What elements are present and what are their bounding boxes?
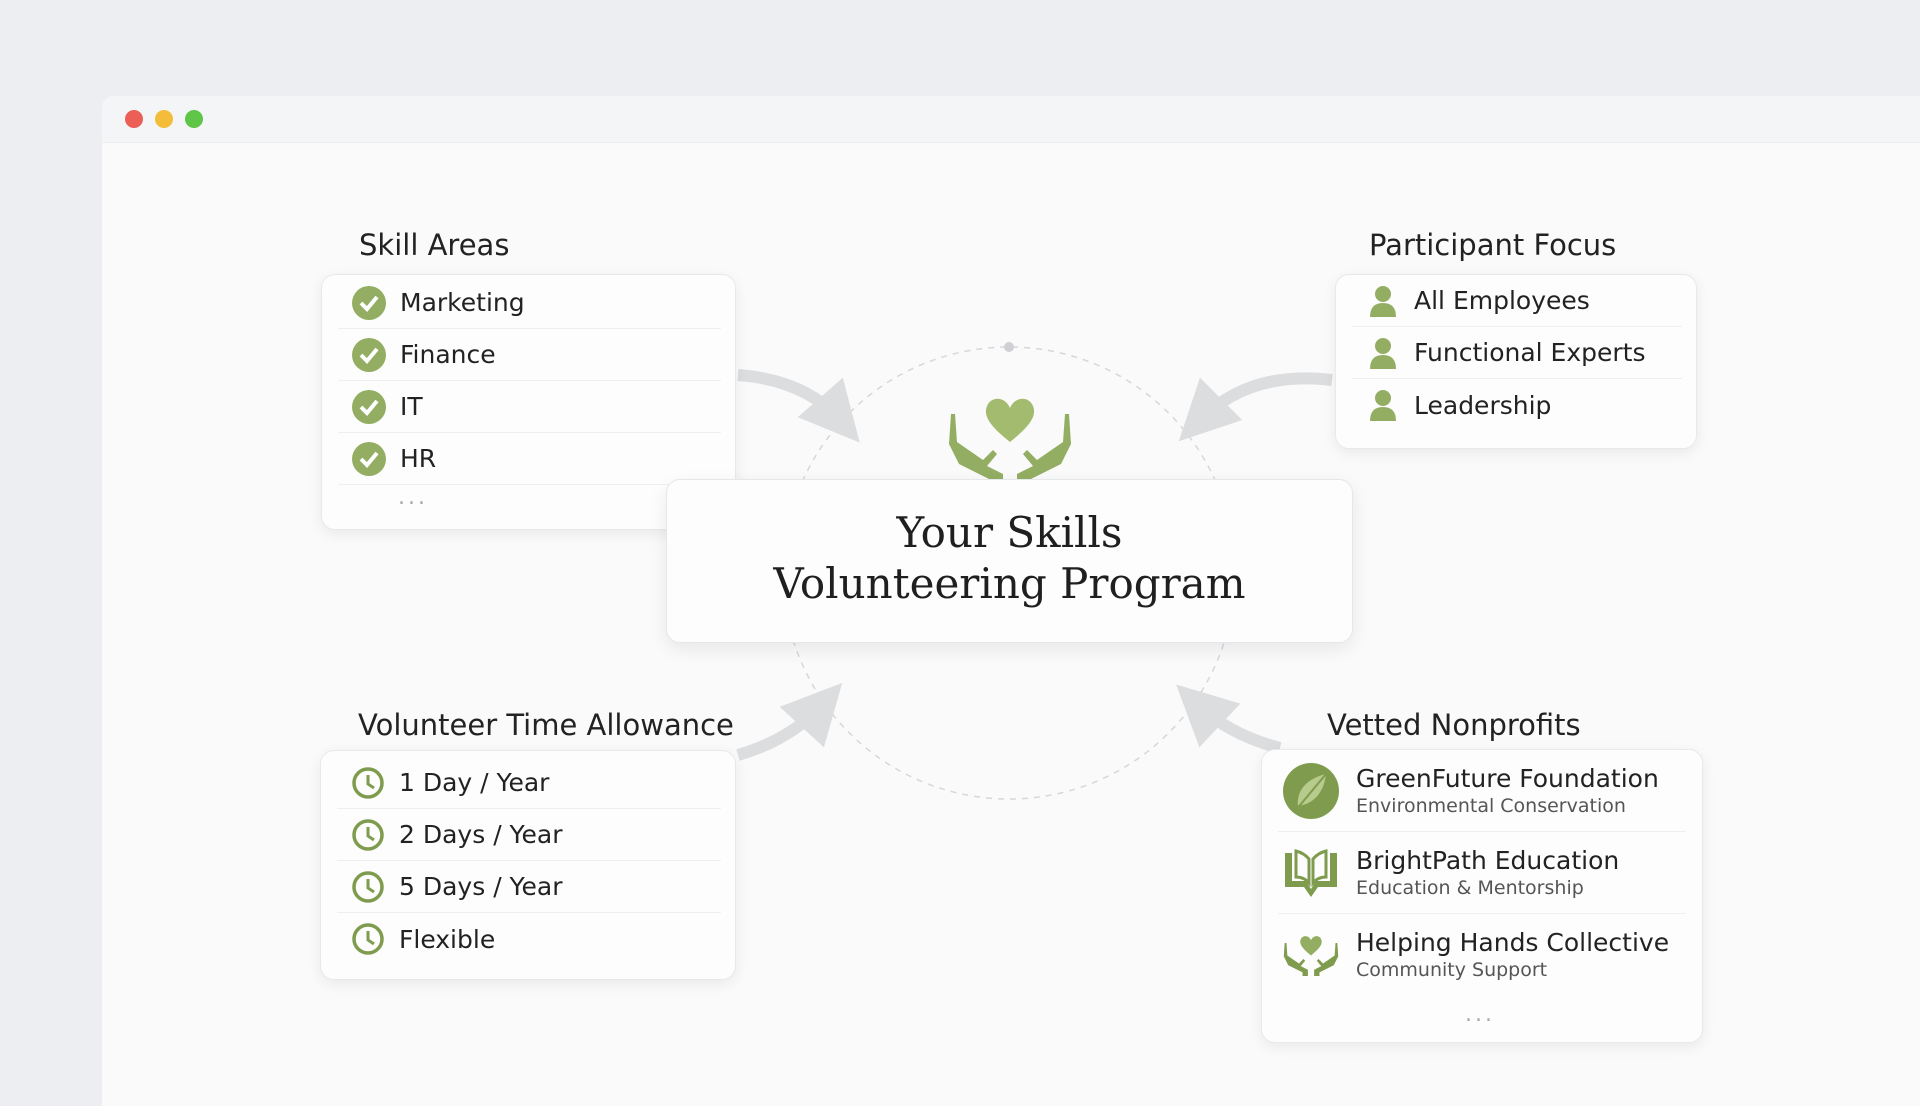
person-icon [1366, 336, 1400, 370]
skill-label: HR [400, 444, 437, 473]
skill-label: IT [400, 392, 423, 421]
person-icon [1366, 284, 1400, 318]
time-item: 5 Days / Year [337, 861, 721, 913]
clock-icon [351, 766, 385, 800]
title-bar [102, 96, 1920, 143]
more-indicator[interactable]: ... [1465, 1002, 1495, 1027]
clock-icon [351, 922, 385, 956]
arrow-time [736, 682, 843, 761]
participant-label: All Employees [1414, 286, 1590, 315]
nonprofits-title: Vetted Nonprofits [1327, 708, 1581, 742]
participant-item: All Employees [1352, 275, 1682, 327]
participant-focus-card: All Employees Functional Experts Leaders… [1335, 274, 1697, 449]
book-icon [1282, 844, 1340, 902]
nonprofit-name: BrightPath Education [1356, 845, 1620, 875]
nonprofit-category: Community Support [1356, 959, 1548, 981]
close-button[interactable] [125, 110, 143, 128]
participant-item: Functional Experts [1352, 327, 1682, 379]
minimize-button[interactable] [155, 110, 173, 128]
check-circle-icon [352, 285, 386, 320]
skill-label: Marketing [400, 288, 525, 317]
time-item: 2 Days / Year [337, 809, 721, 861]
leaf-icon [1282, 762, 1340, 820]
heart-hands-icon [1282, 926, 1340, 984]
program-title-line1: Your Skills [896, 508, 1123, 557]
skill-item: Marketing [338, 277, 721, 329]
nonprofit-name: GreenFuture Foundation [1356, 763, 1659, 793]
nonprofit-category: Environmental Conservation [1356, 794, 1626, 817]
arrow-skills [737, 369, 860, 443]
check-circle-icon [352, 389, 386, 424]
clock-icon [351, 870, 385, 904]
participant-focus-title: Participant Focus [1369, 228, 1617, 262]
heart-hands-icon [949, 398, 1071, 488]
participant-item: Leadership [1352, 379, 1682, 431]
time-allowance-title: Volunteer Time Allowance [358, 708, 734, 742]
clock-icon [351, 818, 385, 852]
person-icon [1366, 388, 1400, 422]
participant-label: Functional Experts [1414, 338, 1646, 367]
check-circle-icon [352, 337, 386, 372]
check-circle-icon [352, 441, 386, 476]
time-allowance-card: 1 Day / Year 2 Days / Year 5 Days / Year… [320, 750, 736, 980]
skill-areas-title: Skill Areas [359, 228, 510, 262]
time-item: Flexible [337, 913, 721, 965]
time-label: Flexible [399, 924, 496, 954]
nonprofit-category: Education & Mentorship [1356, 876, 1584, 899]
program-title-box: Your Skills Volunteering Program [666, 479, 1353, 643]
time-label: 1 Day / Year [399, 768, 550, 797]
skill-item: IT [338, 381, 721, 433]
time-label: 5 Days / Year [399, 872, 563, 901]
participant-label: Leadership [1414, 390, 1552, 420]
orbit-dot [1004, 342, 1014, 352]
skill-item: HR [338, 433, 721, 485]
nonprofit-name: Helping Hands Collective [1356, 928, 1670, 957]
time-label: 2 Days / Year [399, 820, 563, 849]
arrow-nonprofits [1176, 684, 1282, 754]
arrow-participants [1178, 372, 1333, 442]
program-title-line2: Volunteering Program [773, 559, 1246, 608]
more-indicator[interactable]: ... [398, 485, 428, 510]
maximize-button[interactable] [185, 110, 203, 128]
skill-item: Finance [338, 329, 721, 381]
time-item: 1 Day / Year [337, 757, 721, 809]
skill-label: Finance [400, 340, 496, 369]
